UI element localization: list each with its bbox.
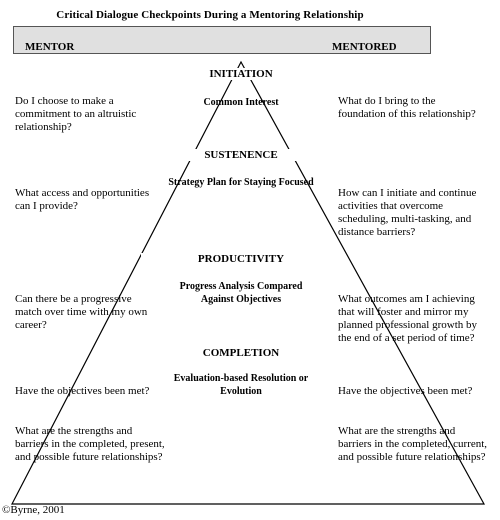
mentor-question: What are the strengths and barriers in t… xyxy=(15,425,165,463)
mentored-question: What do I bring to the foundation of thi… xyxy=(338,95,476,120)
copyright-notice: ©Byrne, 2001 xyxy=(2,504,65,516)
mentor-question: Do I choose to make a commitment to an a… xyxy=(15,95,137,133)
mentored-column-header: MENTORED xyxy=(332,41,397,53)
stage-label-initiation: INITIATION xyxy=(141,68,341,80)
center-text-sustenence: Strategy Plan for Staying Focused xyxy=(168,177,314,188)
pyramid-triangle xyxy=(11,60,486,505)
mentored-question: How can I initiate and continue activiti… xyxy=(338,187,477,238)
mentor-question: What access and opportunities can I prov… xyxy=(15,187,150,212)
stage-label-productivity: PRODUCTIVITY xyxy=(141,253,341,265)
mentor-column-header: MENTOR xyxy=(25,41,75,53)
stage-label-sustenence: SUSTENENCE xyxy=(141,149,341,161)
center-text-initiation: Common Interest xyxy=(203,97,279,108)
center-text-productivity: Progress Analysis Compared Against Objec… xyxy=(179,281,303,305)
mentored-question: What outcomes am I achieving that will f… xyxy=(338,293,477,344)
stage-label-completion: COMPLETION xyxy=(141,347,341,359)
header-bar xyxy=(13,26,431,54)
mentor-question: Can there be a progressive match over ti… xyxy=(15,293,148,331)
mentored-question: Have the objectives been met? xyxy=(338,385,473,397)
mentored-question: What are the strengths and barriers in t… xyxy=(338,425,488,463)
diagram-title: Critical Dialogue Checkpoints During a M… xyxy=(56,9,364,21)
mentor-question: Have the objectives been met? xyxy=(15,385,150,397)
center-text-completion: Evaluation-based Resolution or Evolution xyxy=(173,373,309,397)
